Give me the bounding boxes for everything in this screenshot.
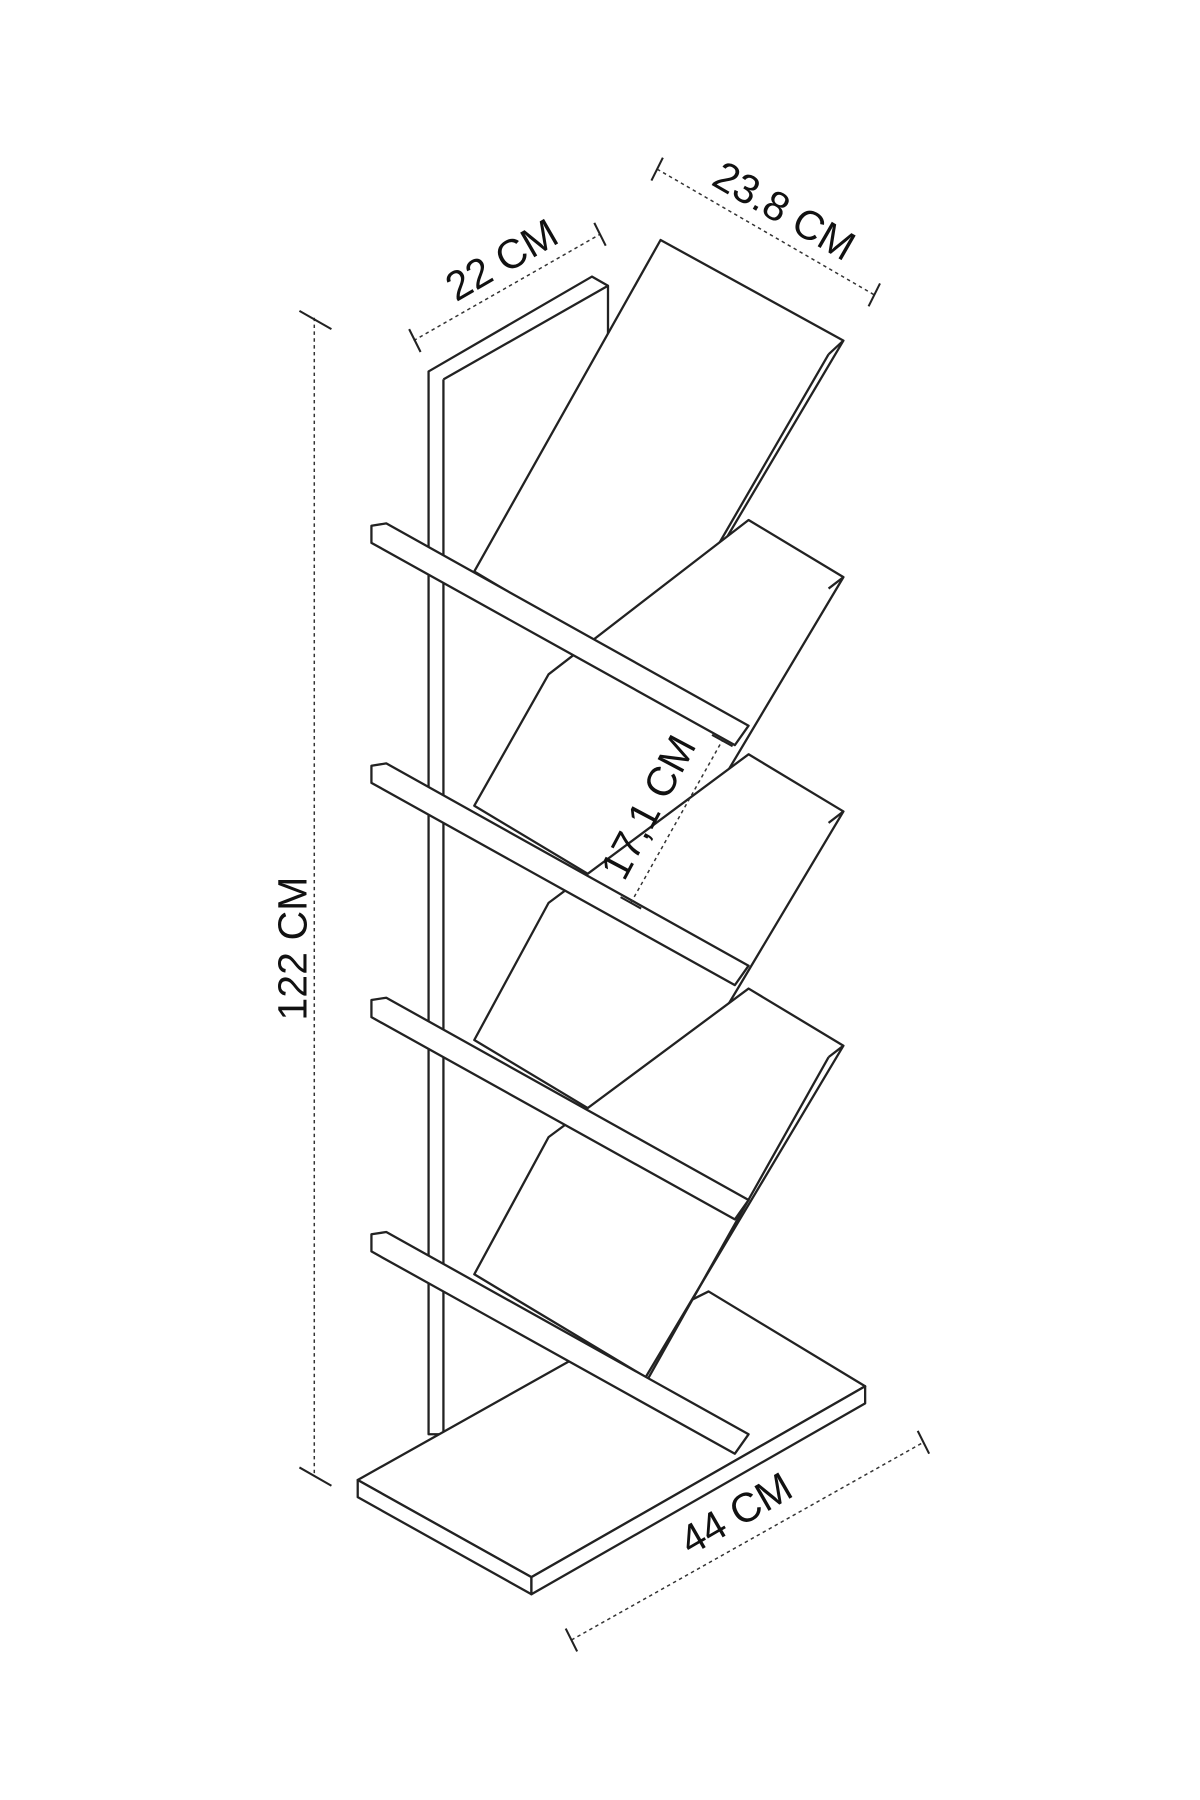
slanted-panels — [473, 238, 845, 1384]
shelves — [370, 522, 750, 1455]
side-depth-label: 22 CM — [438, 210, 566, 310]
base-plate — [356, 1290, 867, 1596]
height-dimension: 122 CM — [269, 309, 332, 1487]
height-label: 122 CM — [269, 877, 315, 1021]
